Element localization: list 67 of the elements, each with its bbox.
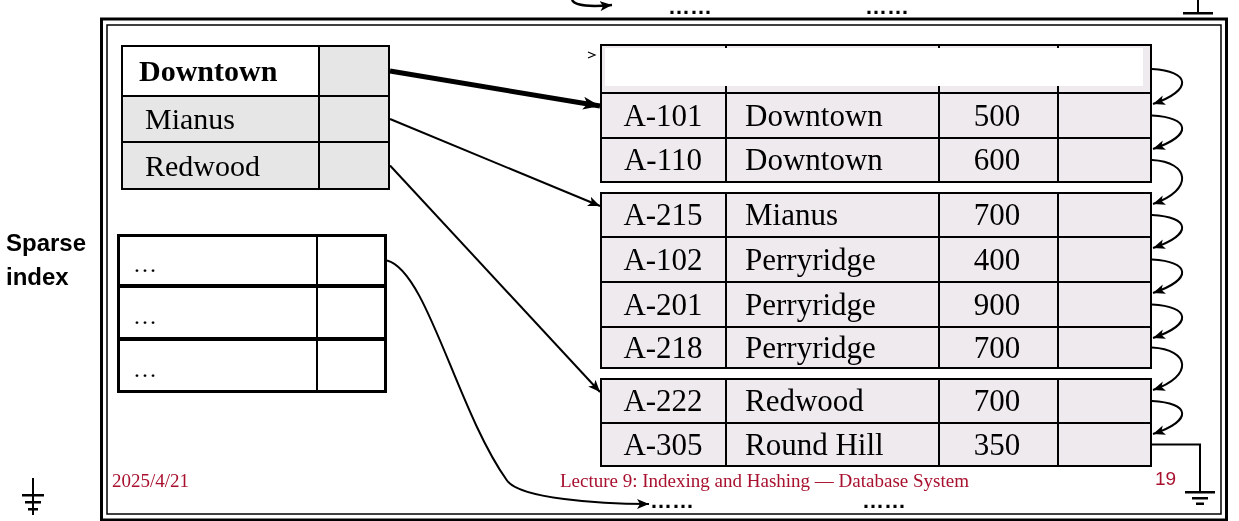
index-entry [117,234,387,287]
search-key: Downtown [139,53,278,89]
index-entry [121,45,390,97]
pointer-arrow [1151,400,1184,435]
pointer-arrow [389,164,601,393]
pointer-arrow [1151,346,1184,391]
pointer-arrow [1151,214,1184,249]
search-key: … [133,250,157,279]
balance-value: 500 [973,97,1021,134]
branch-name: Perryridge [745,329,876,366]
branch-name: Perryridge [745,241,876,278]
account-number: A-222 [623,383,703,419]
search-key: … [133,355,157,384]
ground-icon [1185,491,1215,505]
account-number: A-305 [623,426,703,463]
pointer-arrow [1151,159,1184,205]
pointer-arrow [1151,303,1184,339]
balance-value: 700 [973,329,1021,366]
ellipsis: …… [862,494,906,508]
balance-value: 400 [973,241,1021,278]
balance-value: 600 [973,142,1021,178]
account-number: A-218 [623,329,703,366]
index-entry [121,95,390,143]
ellipsis: …… [865,0,909,14]
record-row [600,422,1152,467]
record-row [600,192,1152,238]
balance-value: 900 [973,286,1021,323]
search-key: Redwood [145,148,260,183]
pointer-arrow [389,68,601,110]
index-entry [121,141,390,190]
pointer-arrow [1151,68,1184,105]
account-number: A-102 [623,241,703,278]
search-key: Mianus [145,101,235,137]
pointer-arrow [1151,114,1184,150]
connector-line [1151,443,1201,492]
account-number: A-110 [623,142,703,178]
pointer-arrow [386,259,650,509]
pointer-arrow [1151,258,1184,294]
index-entry [117,338,387,393]
index-caption: Sparse index [6,228,88,292]
account-number: A-101 [623,97,703,134]
branch-name: Perryridge [745,286,876,323]
record-row [600,137,1152,183]
branch-name: Mianus [745,197,838,233]
account-number: A-215 [623,197,703,233]
footer-title: Lecture 9: Indexing and Hashing — Database System [560,470,969,492]
branch-name: Downtown [745,97,883,134]
date-text: 2025/4/21 [112,470,190,492]
record-row [600,92,1152,139]
balance-value: 700 [973,197,1021,233]
record-row [600,281,1152,328]
ellipsis: …… [650,494,694,508]
balance-value: 700 [973,383,1021,419]
record-row [600,44,1152,94]
record-row [600,326,1152,369]
page-number: 19 [1155,468,1177,490]
account-number: A-201 [623,286,703,323]
branch-name: Downtown [745,142,883,178]
pointer-arrow [389,118,601,207]
balance-value: 350 [973,426,1021,463]
record-row [600,236,1152,283]
record-row [600,378,1152,424]
branch-name: Round Hill [745,426,884,463]
ellipsis: …… [668,0,712,14]
search-key: … [133,302,157,331]
index-entry [117,285,387,340]
branch-name: Redwood [745,383,864,419]
